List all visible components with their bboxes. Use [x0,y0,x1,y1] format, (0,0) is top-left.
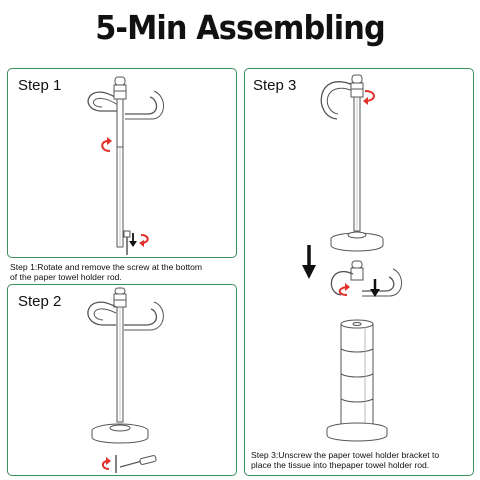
step-2-illustration [87,287,164,473]
step-1-illustration [87,76,164,255]
step-1-panel: Step 1 [7,68,237,258]
step-1-label: Step 1 [18,77,62,94]
step-1-caption-line2: of the paper towel holder rod. [10,272,122,282]
step-3-caption-line2: place the tissue into thepaper towel hol… [251,460,430,470]
rotate-arrow-icon [363,90,375,105]
step-1-caption: Step 1:Rotate and remove the screw at th… [10,262,202,282]
step-3-caption-line1: Step 3:Unscrew the paper towel holder br… [251,450,440,460]
rotate-arrow-icon [101,137,112,152]
down-arrow-icon [370,279,380,297]
step-3-label: Step 3 [253,77,297,94]
step-3-panel: Step 3 [244,68,474,476]
down-arrow-icon [129,233,137,247]
rotate-arrow-icon [101,457,111,470]
step-2-label: Step 2 [18,293,62,310]
step-1-caption-line1: Step 1:Rotate and remove the screw at th… [10,262,203,272]
down-arrow-icon [302,245,316,279]
rotate-arrow-icon [338,283,350,296]
page-title: 5-Min Assembling [95,8,385,47]
step-2-panel: Step 2 [7,284,237,476]
step-3-illustration [302,74,402,442]
rotate-arrow-icon [139,234,149,247]
step-3-caption: Step 3:Unscrew the paper towel holder br… [251,450,439,470]
